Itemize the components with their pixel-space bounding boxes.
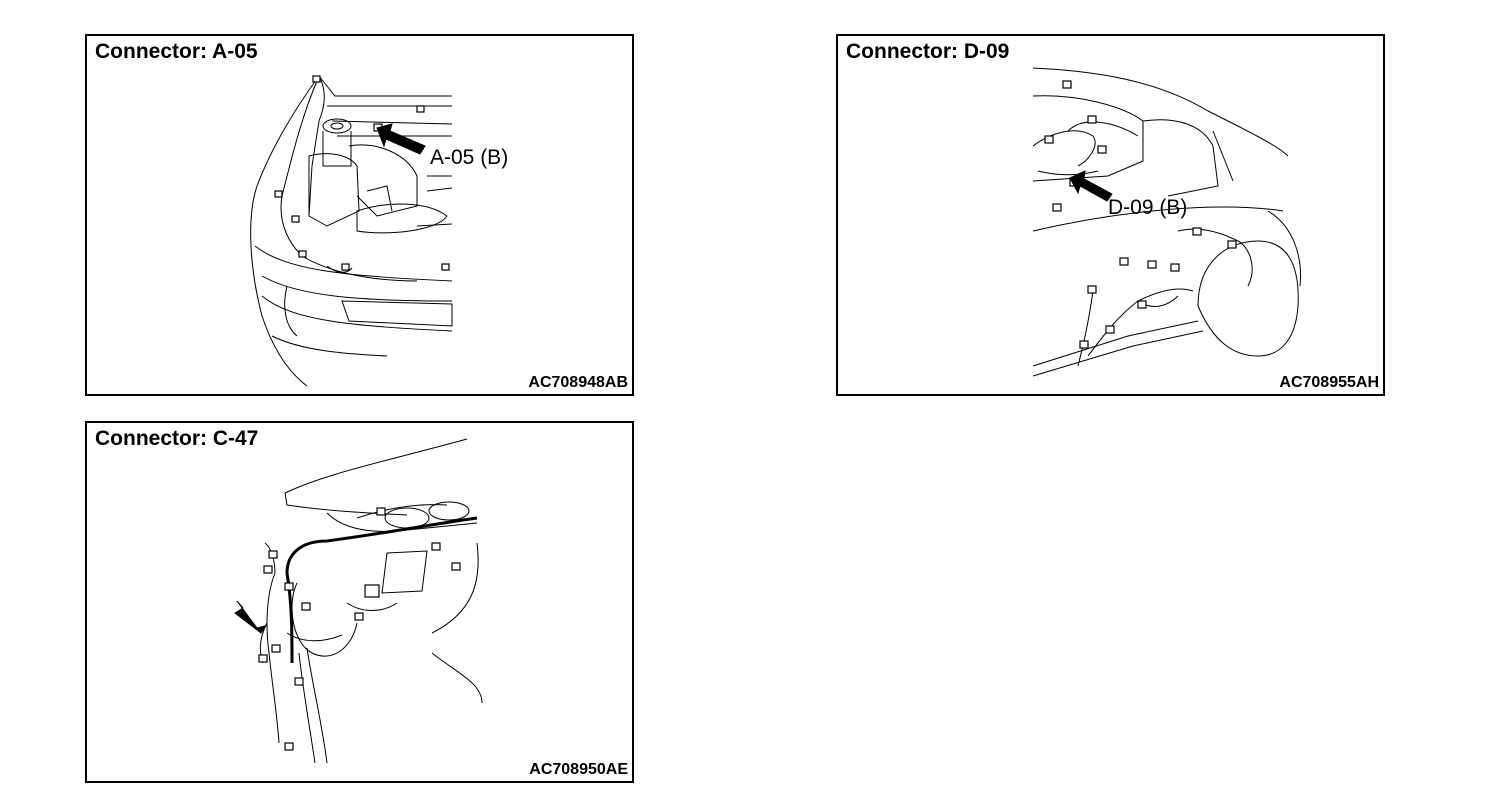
figure-code: AC708950AE bbox=[529, 761, 628, 778]
panel-title: Connector: D-09 bbox=[846, 40, 1010, 63]
connector-callout-label: A-05 (B) bbox=[430, 146, 509, 169]
figure-code: AC708955AH bbox=[1279, 374, 1379, 391]
engine-bay-illustration bbox=[250, 75, 453, 387]
connector-panel-c47: Connector: C-47 bbox=[85, 421, 634, 783]
vehicle-rear-illustration bbox=[1032, 67, 1302, 377]
connector-callout-label: D-09 (B) bbox=[1108, 196, 1188, 219]
connector-panel-d09: Connector: D-09 bbox=[836, 34, 1385, 396]
panel-title: Connector: C-47 bbox=[95, 427, 259, 450]
figure-code: AC708948AB bbox=[528, 374, 628, 391]
dashboard-harness-illustration bbox=[234, 438, 483, 764]
panel-title: Connector: A-05 bbox=[95, 40, 258, 63]
connector-panel-a05: Connector: A-05 bbox=[85, 34, 634, 396]
